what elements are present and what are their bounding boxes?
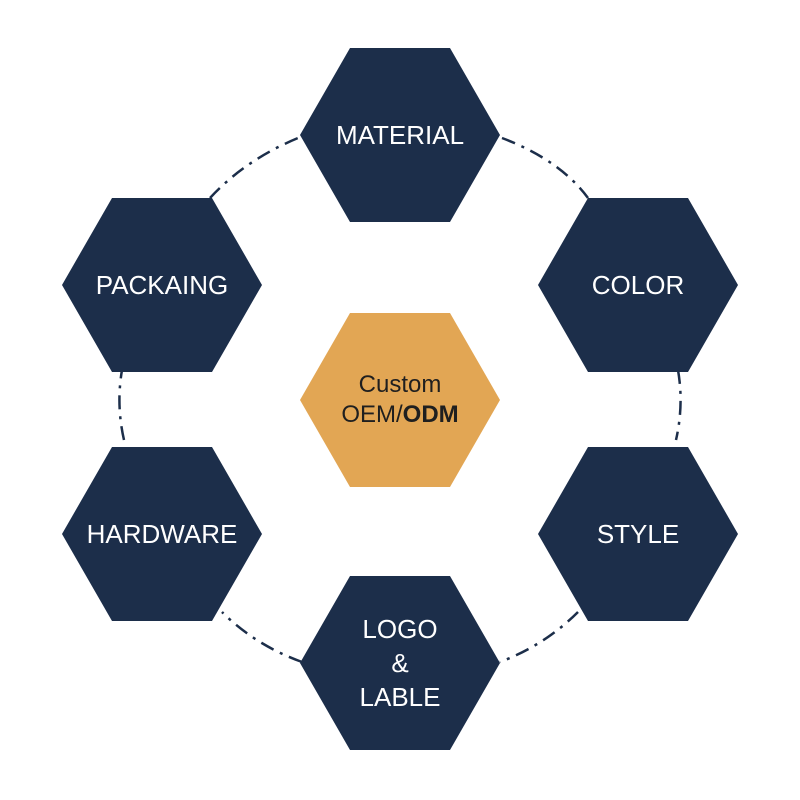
center-label-line2: OEM/ODM [341,400,458,430]
center-label-odm: ODM [402,401,459,428]
hardware-label: HARDWARE [86,519,238,549]
logo-label-line1: LOGO [362,614,438,644]
connector-material-color [501,136,590,199]
material-label: MATERIAL [335,120,465,150]
logo-label-hexagon: LOGO & LABLE [300,576,500,750]
connector-logo-hardware [221,611,303,664]
connector-color-style [674,369,682,441]
style-label: STYLE [596,519,680,549]
packaging-label: PACKAING [95,270,229,300]
center-label-line1: Custom [358,371,442,398]
connector-hardware-packaging [118,369,126,441]
connector-packaging-material [209,136,299,199]
material-hexagon: MATERIAL [300,48,500,222]
center-label-oem: OEM/ [341,401,403,428]
connector-style-logo [499,611,579,664]
logo-label-line2: & [391,648,409,678]
center-hexagon: Custom OEM/ODM [300,313,500,487]
color-label: COLOR [591,270,685,300]
logo-label-line3: LABLE [359,682,441,712]
